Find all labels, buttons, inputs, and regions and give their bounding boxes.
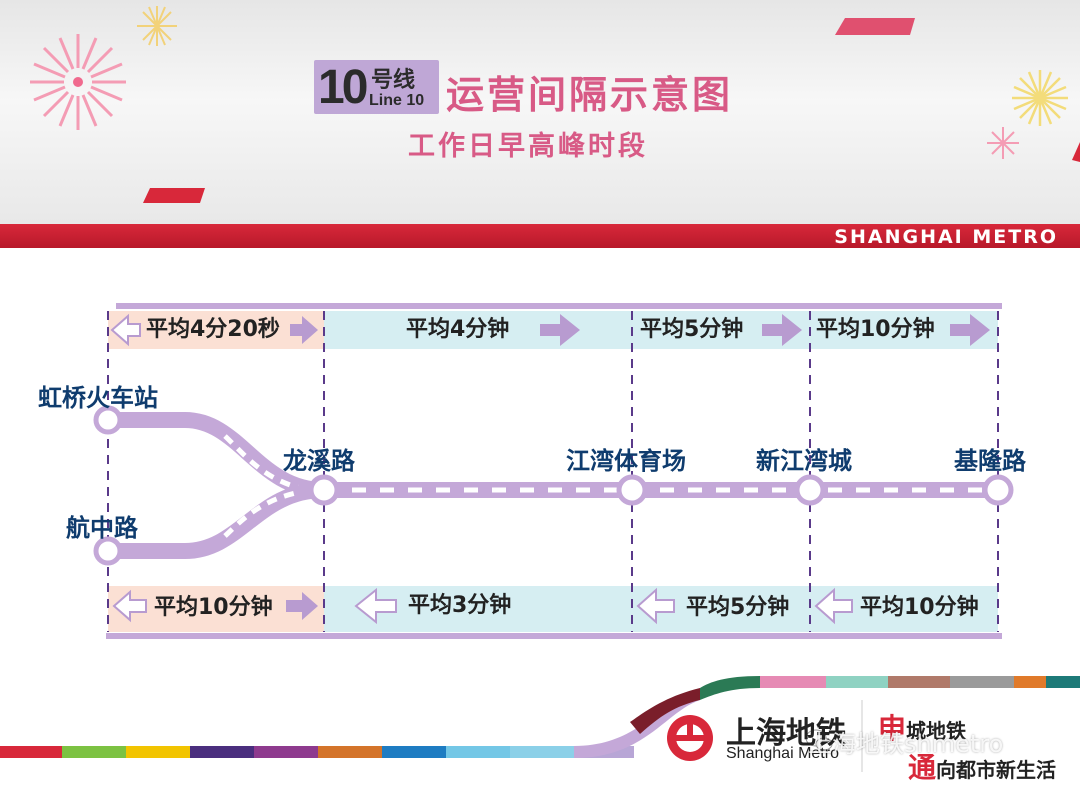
metro-logo-text: 上海地铁 [726, 716, 846, 751]
arrow-right-icon [286, 592, 318, 620]
station-label-jiangwan: 江湾体育场 [566, 447, 686, 475]
station-circle-icon [794, 474, 826, 506]
station-circle-icon [982, 474, 1014, 506]
metro-logo-english: Shanghai Metro [726, 745, 839, 762]
decor-slash [835, 18, 915, 35]
page-title: 运营间隔示意图 [446, 73, 734, 117]
slogan-line-1-big: 申 [878, 712, 907, 745]
outbound-box-1 [108, 311, 324, 349]
outbound-interval-3: 平均5分钟 [640, 317, 744, 342]
station-circle-icon [93, 405, 123, 435]
outbound-box-2 [324, 311, 632, 349]
watermark: 上海地铁shmetro [808, 730, 1004, 758]
line-badge-english: Line 10 [369, 92, 425, 109]
page-subtitle: 工作日早高峰时段 [408, 131, 648, 162]
branch-dashes [223, 434, 301, 491]
station-label-hongqiao: 虹桥火车站 [38, 384, 158, 412]
arrow-left-icon [354, 587, 397, 625]
inbound-interval-1: 平均10分钟 [154, 595, 273, 620]
arrow-left-icon [814, 587, 853, 625]
station-circle-icon [93, 536, 123, 566]
branch-dashes [223, 489, 301, 538]
red-banner-bar [0, 224, 1080, 248]
arrow-left-icon [636, 587, 675, 625]
station-label-hangzhong: 航中路 [66, 514, 138, 542]
decor-slash [143, 188, 205, 203]
shanghai-metro-banner: SHANGHAI METRO [834, 226, 1058, 248]
decor-slash [1072, 142, 1080, 162]
firework-icon [137, 6, 177, 46]
top-frame-bar [116, 303, 1002, 309]
firework-icon [1012, 70, 1068, 126]
wechat-icon [805, 729, 833, 751]
firework-icon [987, 127, 1019, 159]
line-branch-hangzhong [108, 482, 325, 559]
bottom-frame-bar [106, 633, 1002, 639]
slogan-line-2-big: 通 [908, 751, 937, 784]
section-dividers [107, 311, 999, 632]
arrow-right-icon [950, 314, 990, 346]
arrow-left-icon [112, 589, 147, 623]
line-badge-hao: 号线 [371, 68, 416, 93]
inbound-interval-2: 平均3分钟 [408, 593, 512, 618]
station-circle-icon [616, 474, 648, 506]
metro-logo-icon [667, 715, 713, 761]
footer-color-band [0, 676, 1080, 772]
slogan-line-1-text: 城地铁 [906, 719, 967, 743]
station-label-jilong: 基隆路 [954, 447, 1026, 475]
inbound-interval-3: 平均5分钟 [686, 595, 790, 620]
station-label-xinjiangwan: 新江湾城 [756, 447, 852, 475]
arrow-right-icon [290, 316, 318, 344]
outbound-interval-2: 平均4分钟 [406, 317, 510, 342]
outbound-interval-4: 平均10分钟 [816, 317, 935, 342]
inbound-interval-4: 平均10分钟 [860, 595, 979, 620]
line-badge: 10 号线 Line 10 [314, 60, 439, 114]
arrow-right-icon [540, 314, 580, 346]
slogan-line-1: 申城地铁 [878, 707, 966, 747]
outbound-interval-1: 平均4分20秒 [146, 317, 280, 342]
firework-icon [30, 34, 126, 130]
arrow-left-icon [110, 313, 141, 347]
line-badge-number: 10 [318, 61, 368, 114]
slogan-line-2-text: 向都市新生活 [936, 758, 1057, 782]
arrow-right-icon [762, 314, 802, 346]
header-decoration [30, 6, 1080, 203]
slogan-line-2: 通向都市新生活 [908, 746, 1056, 786]
station-label-longxi: 龙溪路 [283, 447, 355, 475]
station-circle-icon [308, 474, 340, 506]
header-banner: 10 号线 Line 10 运营间隔示意图 工作日早高峰时段 [0, 0, 1080, 225]
